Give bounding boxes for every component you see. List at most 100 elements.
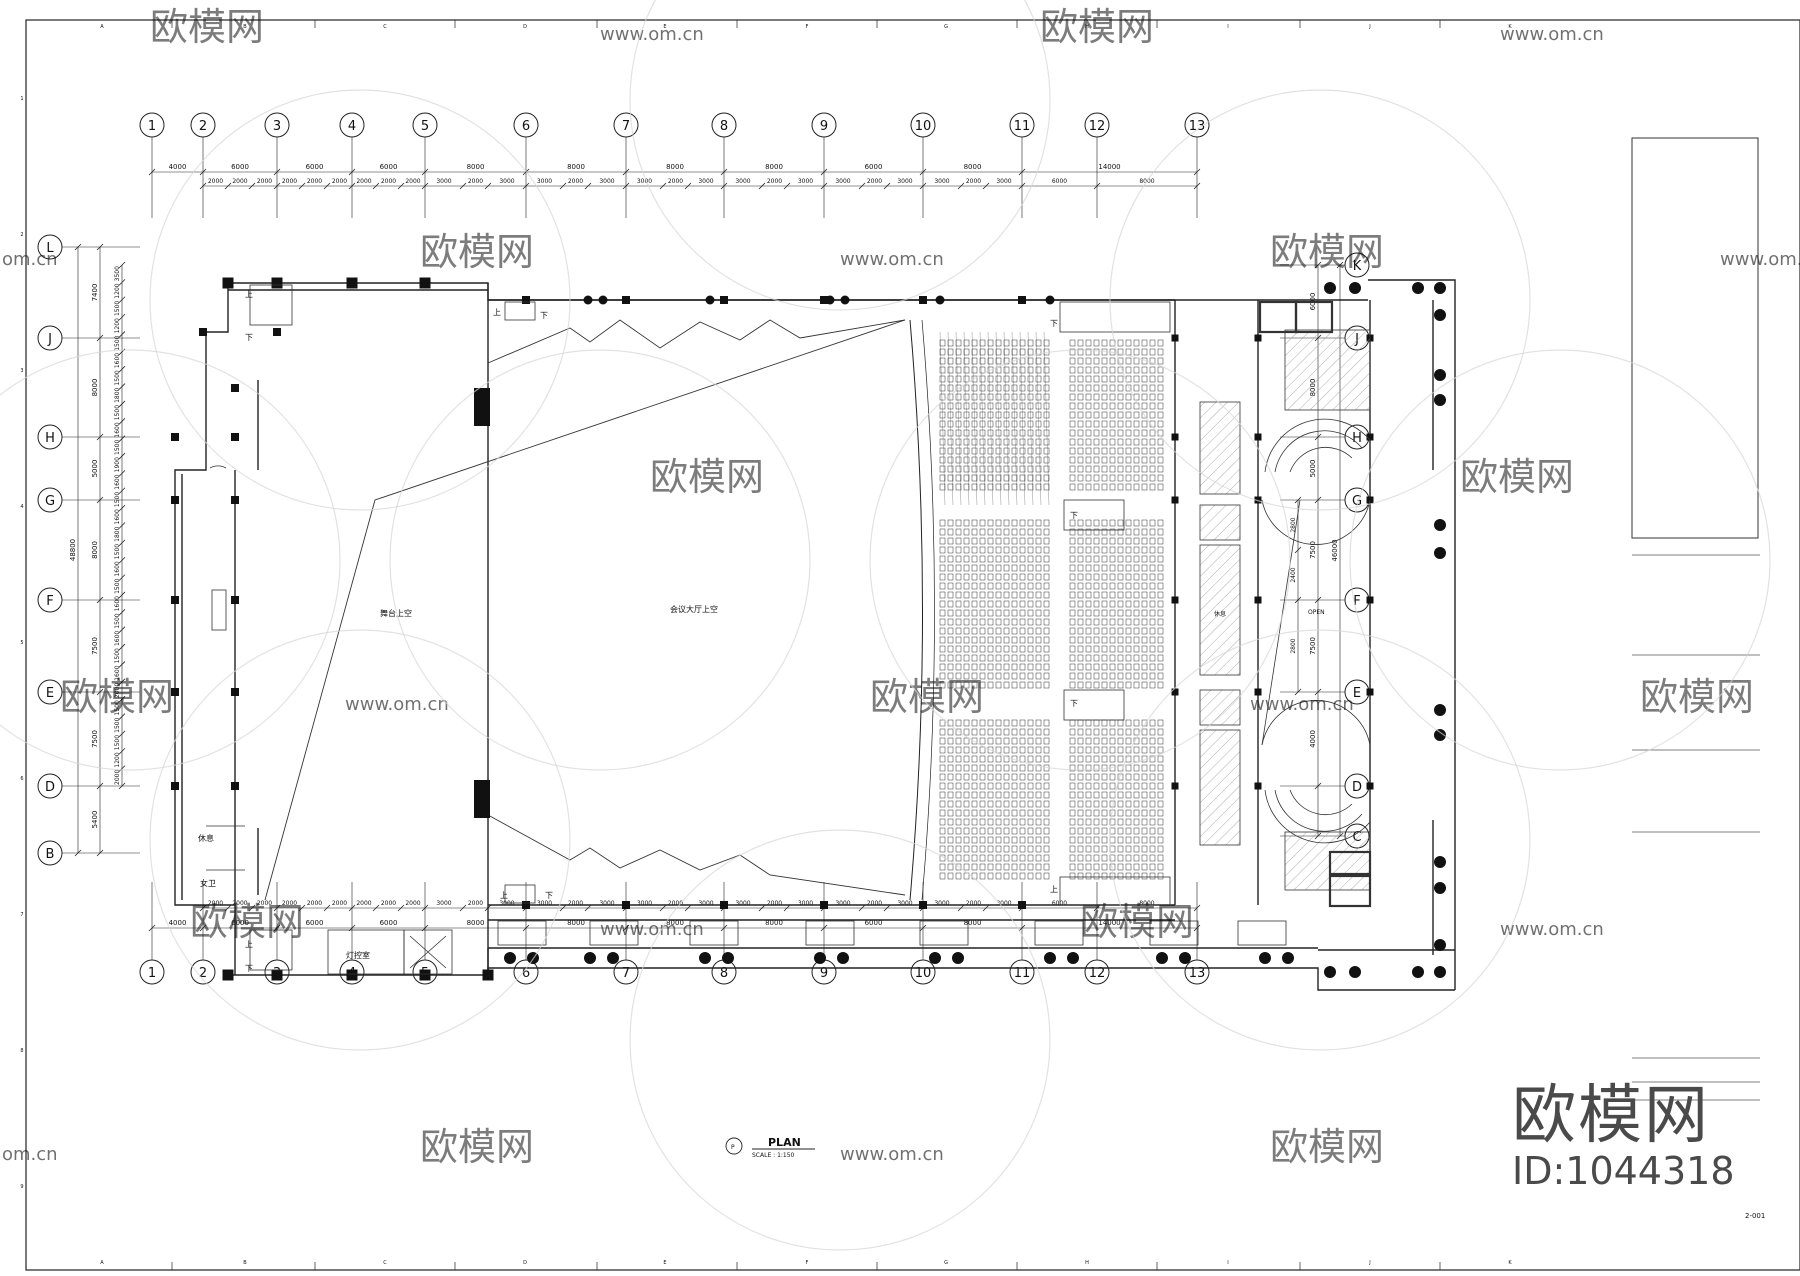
dimension-text: 2000: [468, 178, 483, 185]
column: [919, 296, 927, 304]
dimension-text: 1500: [114, 735, 121, 750]
border-letter: C: [383, 24, 387, 30]
dimension-text: 1600: [114, 474, 121, 489]
column-round: [1434, 282, 1446, 294]
column: [1171, 433, 1179, 441]
column-round: [1324, 966, 1336, 978]
column-round: [929, 952, 941, 964]
column-label: 11: [1014, 966, 1031, 981]
stair-down-label: 下: [245, 333, 253, 342]
dimension-text: 2800: [1290, 517, 1297, 532]
dimension-text: 2000: [232, 178, 247, 185]
border-number: 3: [20, 368, 23, 374]
dimension-text: 3000: [537, 178, 552, 185]
column-round: [1434, 966, 1446, 978]
column-label: 3: [273, 119, 281, 134]
dimension-text: 3000: [996, 900, 1011, 907]
dimension-text: 2000: [381, 900, 396, 907]
dimension-text: 1600: [114, 631, 121, 646]
column: [273, 328, 281, 336]
row-label: D: [1352, 780, 1362, 795]
brand-watermark: 欧模网: [60, 675, 174, 719]
border-number: 2: [20, 232, 23, 238]
dimension-text: 2000: [767, 900, 782, 907]
dimension-text: 1500: [114, 405, 121, 420]
dimension-text: 8000: [91, 379, 99, 397]
lounge-label: 休息: [198, 833, 214, 843]
column: [346, 277, 358, 289]
aud-stair-down: 下: [1050, 319, 1058, 328]
column: [271, 969, 283, 981]
dimension-text: 14000: [1098, 919, 1120, 927]
dimension-text: 3000: [599, 178, 614, 185]
dimension-text: 2000: [208, 178, 223, 185]
row-label: E: [46, 686, 54, 701]
dimension-text: 2000: [767, 178, 782, 185]
dimension-text: 2000: [307, 900, 322, 907]
auditorium-seating: [909, 319, 1164, 901]
column-round: [699, 952, 711, 964]
dimension-text: 7500: [91, 730, 99, 748]
dimension-text: 6000: [1052, 178, 1067, 185]
border-letter: K: [1508, 24, 1512, 30]
drawing-title: P PLAN SCALE : 1:150 2-001: [725, 1136, 1765, 1220]
column: [199, 328, 207, 336]
column-round: [1349, 966, 1361, 978]
dimension-text: 5400: [91, 811, 99, 829]
column-label: 8: [720, 966, 728, 981]
dimension-text: 7500: [91, 637, 99, 655]
dimension-text: 2000: [568, 178, 583, 185]
stair-up-label: 上: [245, 290, 253, 299]
column: [720, 901, 728, 909]
dimension-text: 8000: [91, 541, 99, 559]
url-watermark: www.om.cn: [840, 1144, 944, 1165]
dimension-text: 2000: [867, 178, 882, 185]
column: [231, 496, 239, 504]
column: [1171, 334, 1179, 342]
column-round: [1412, 282, 1424, 294]
column: [1171, 688, 1179, 696]
row-label: G: [45, 494, 55, 509]
dimension-text: 3000: [897, 900, 912, 907]
dimension-text: 2000: [114, 683, 121, 698]
column-round: [1434, 519, 1446, 531]
column-round: [952, 952, 964, 964]
dimension-text: 3000: [897, 178, 912, 185]
border-letter: I: [1227, 24, 1228, 30]
dimension-text: 2000: [332, 900, 347, 907]
border-letter: B: [243, 24, 247, 30]
column-round: [1349, 282, 1361, 294]
dimension-text: 2800: [1290, 638, 1297, 653]
room-labels: 舞台上空 会议大厅上空 休息 女卫 灯控室 OPEN 休息 上 下 上 下 上 …: [198, 290, 1325, 973]
dimension-text: 7400: [91, 284, 99, 302]
border-letter: B: [243, 1260, 247, 1266]
column: [231, 782, 239, 790]
border-letter: F: [806, 24, 809, 30]
stage-stair-up-2: 上: [500, 891, 508, 900]
border-letter: G: [944, 1260, 948, 1266]
open-void-label: OPEN: [1308, 609, 1325, 616]
dimension-text: 1500: [114, 700, 121, 715]
dimension-text: 1600: [114, 509, 121, 524]
dimension-text: 1500: [114, 301, 121, 316]
url-watermark: om.cn: [2, 249, 58, 270]
brand-watermark: 欧模网 ID:1044318: [1512, 1083, 1782, 1193]
column-label: 8: [720, 119, 728, 134]
column: [1254, 782, 1262, 790]
dimension-text: 1500: [114, 492, 121, 507]
row-label: H: [1352, 431, 1362, 446]
dimension-text: 3000: [735, 178, 750, 185]
column: [231, 688, 239, 696]
dimension-text: 1500: [114, 613, 121, 628]
dimension-text: 5000: [1309, 460, 1317, 478]
dimension-text: 1500: [114, 335, 121, 350]
row-label: F: [1353, 594, 1360, 609]
dimension-text: 2000: [966, 900, 981, 907]
dimension-text: 2000: [356, 178, 371, 185]
dimension-text: 3000: [798, 900, 813, 907]
brand-watermark: 欧模网: [420, 1125, 534, 1169]
side-panel: [1631, 137, 1759, 539]
column-label: 2: [199, 966, 207, 981]
